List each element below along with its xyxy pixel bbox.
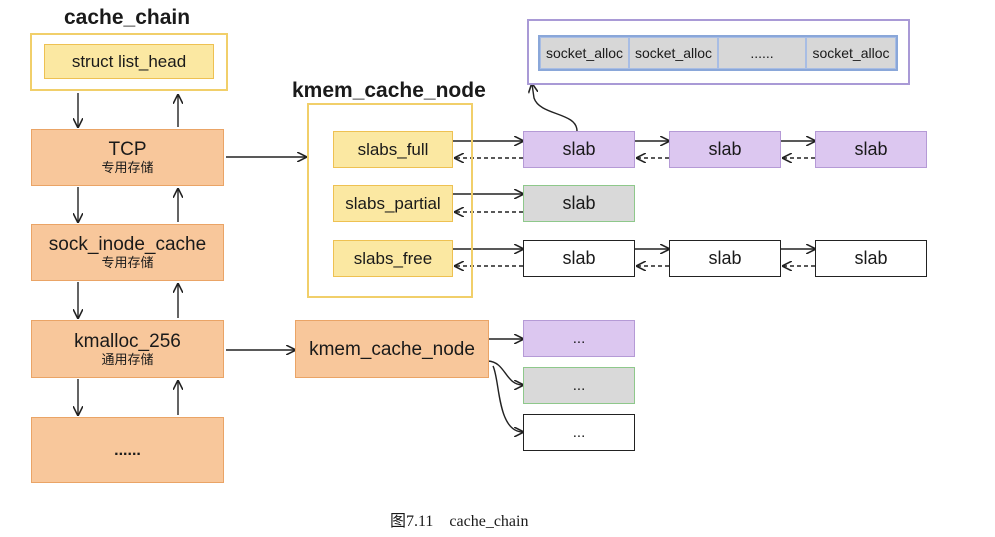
cache-name: kmalloc_256 [74, 330, 181, 352]
socket-alloc-object[interactable]: socket_alloc [540, 37, 629, 69]
list-head-box: struct list_head [44, 44, 214, 79]
full-slab[interactable]: slab [669, 131, 781, 168]
cache-kind: 专用存储 [101, 255, 154, 270]
slab-to-objects-arrow [532, 84, 578, 132]
cache-name: TCP [108, 139, 147, 160]
figure-caption: 图7.11 cache_chain [390, 513, 529, 530]
list-head-frame [30, 33, 228, 91]
slabs-partial-list[interactable]: slabs_partial [333, 185, 453, 222]
full-slab[interactable]: slab [523, 131, 635, 168]
kmem-cache-node-box[interactable]: kmem_cache_node [295, 320, 489, 378]
cache-name: sock_inode_cache [48, 234, 207, 255]
node-slab-list[interactable]: ... [523, 320, 635, 357]
kmem-cache-node-title: kmem_cache_node [292, 79, 486, 102]
free-slab[interactable]: slab [523, 240, 635, 277]
kmem-cache-kmalloc-256[interactable]: kmalloc_256 通用存储 [31, 320, 224, 378]
kmem-cache-tcp[interactable]: TCP 专用存储 [31, 129, 224, 186]
cache-name: ...... [114, 441, 141, 459]
full-slab[interactable]: slab [815, 131, 927, 168]
node-slab-list[interactable]: ... [523, 367, 635, 404]
free-slab[interactable]: slab [669, 240, 781, 277]
node-label: kmem_cache_node [309, 338, 475, 360]
slabs-full-list[interactable]: slabs_full [333, 131, 453, 168]
cache-kind: 专用存储 [101, 160, 154, 175]
cache-kind: 通用存储 [101, 351, 154, 367]
node-slab-list[interactable]: ... [523, 414, 635, 451]
partial-slab[interactable]: slab [523, 185, 635, 222]
kmem-cache-more[interactable]: ...... [31, 417, 224, 483]
kmem-cache-node-frame [307, 103, 473, 298]
socket-alloc-object[interactable]: ...... [718, 37, 806, 69]
slabs-free-list[interactable]: slabs_free [333, 240, 453, 277]
free-slab[interactable]: slab [815, 240, 927, 277]
cache-chain-title: cache_chain [64, 6, 191, 29]
kmem-cache-sock-inode[interactable]: sock_inode_cache 专用存储 [31, 224, 224, 281]
socket-alloc-object[interactable]: socket_alloc [806, 37, 896, 69]
socket-alloc-object[interactable]: socket_alloc [629, 37, 718, 69]
slab-objects-row [538, 35, 898, 71]
slab-objects-frame [527, 19, 910, 85]
